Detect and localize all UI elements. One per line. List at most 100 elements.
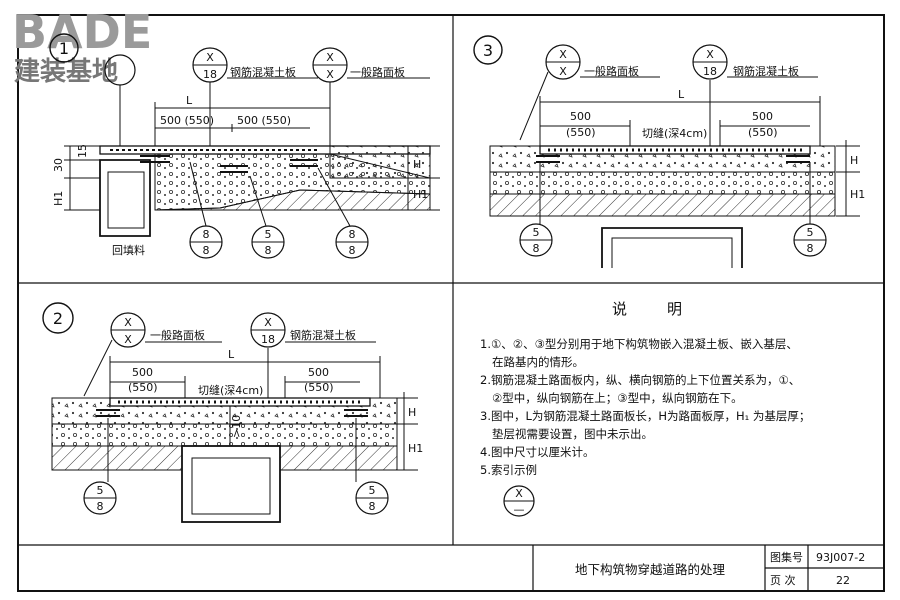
section-1-dim-H1-left: H1 [52,191,65,206]
section-3-detail: 3 X X 一般路面板 X 18 钢筋混凝土板 L 500 (550) [473,35,865,268]
svg-text:X: X [124,316,132,329]
section-1-dim-H: H [413,158,421,171]
section-2-index-bubble-bottom-left: 5 8 [83,481,117,515]
svg-text:X: X [559,65,567,78]
svg-text:8: 8 [203,228,210,241]
section-3-dim-500-right: 500 [752,110,773,123]
section-3-cut-joint: 切缝(深4cm) [642,126,707,140]
note-line-5: 3.图中，L为钢筋混凝土路面板长，H为路面板厚，H₁ 为基层厚； [480,409,810,423]
svg-text:8: 8 [349,244,356,257]
svg-text:8: 8 [807,242,814,255]
svg-text:8: 8 [349,228,356,241]
section-3-culvert [601,227,743,268]
titleblock-title: 地下构筑物穿越道路的处理 [575,562,726,577]
section-2-dim-500-right: 500 [308,366,329,379]
svg-text:X: X [124,333,132,346]
notes-example-bubble: X — [503,485,535,517]
section-3-dim-550-right: (550) [748,126,778,139]
section-3-index-bubble-bottom-right: 5 8 [793,223,827,257]
section-2-detail: 2 X X 一般路面板 X 18 钢筋混凝土板 L 500 (550) 500 [42,302,423,523]
section-1-dim-30: 30 [52,158,65,172]
svg-text:5: 5 [97,484,104,497]
section-3-dim-550-left: (550) [566,126,596,139]
section-1-detail: 1 X 18 钢筋混凝土板 X X 一般路面板 L 500 (5 [49,33,440,259]
section-2-dim-H1: H1 [408,442,423,455]
titleblock-atlas-value: 93J007-2 [816,551,865,564]
svg-text:18: 18 [703,65,717,78]
section-2-number-circle [42,302,74,334]
svg-text:5: 5 [533,226,540,239]
svg-text:X: X [206,51,214,64]
section-2-index-bubble-bottom-right: 5 8 [355,481,389,515]
section-1-index-bubble-right: X X [312,47,348,83]
note-line-4: ②型中，纵向钢筋在上；③型中，纵向钢筋在下。 [492,391,743,405]
svg-text:18: 18 [261,333,275,346]
titleblock-page-label: 页 次 [770,573,796,587]
section-1-label-normal-slab: 一般路面板 [350,65,405,79]
section-1-label-rc-slab: 钢筋混凝土板 [230,65,296,79]
note-line-1: 1.①、②、③型分别用于地下构筑物嵌入混凝土板、嵌入基层、 [480,337,798,351]
title-block: 地下构筑物穿越道路的处理 图集号 93J007-2 页 次 22 [532,545,884,591]
section-3-label-rc-slab: 钢筋混凝土板 [733,64,799,78]
svg-text:8: 8 [97,500,104,513]
section-3-base-layer [489,171,836,195]
section-2-label-rc-slab: 钢筋混凝土板 [290,328,356,342]
notes-title: 说明 [612,300,722,318]
svg-text:8: 8 [533,242,540,255]
section-3-number-circle [473,35,503,65]
section-1-dim-15: 15 [76,144,89,158]
note-line-2: 在路基内的情形。 [492,355,584,369]
section-2-dim-500-left: 500 [132,366,153,379]
section-2-dim-550-right: (550) [304,381,334,394]
svg-text:X: X [326,51,334,64]
notes-panel: 说明 1.①、②、③型分别用于地下构筑物嵌入混凝土板、嵌入基层、 在路基内的情形… [480,300,810,517]
logo: BADE 建装基地 [12,5,152,87]
sheet-border [17,14,885,592]
note-line-7: 4.图中尺寸以厘米计。 [480,445,594,459]
svg-text:8: 8 [265,244,272,257]
section-2-dim-gt10: >10 [230,415,243,438]
section-2-number: 2 [53,309,63,328]
svg-text:8: 8 [369,500,376,513]
svg-text:5: 5 [265,228,272,241]
svg-text:18: 18 [203,68,217,81]
section-3-index-bubble-left: X X [545,44,581,80]
section-1-dim-500-right: 500 (550) [237,114,291,127]
section-1-index-bubble-bottom-1: 8 8 [189,225,223,259]
svg-text:X: X [515,487,523,500]
svg-text:X: X [559,48,567,61]
svg-text:5: 5 [807,226,814,239]
section-3-label-normal-slab: 一般路面板 [584,64,639,78]
section-2-dim-550-left: (550) [128,381,158,394]
section-3-number: 3 [483,41,493,60]
svg-text:X: X [326,68,334,81]
section-1-number-circle [49,33,79,63]
section-3-dim-H: H [850,154,858,167]
section-1-number: 1 [59,39,69,58]
svg-text:—: — [514,503,525,516]
section-2-index-bubble-left: X X [110,312,146,348]
section-2-label-normal-slab: 一般路面板 [150,328,205,342]
section-1-dim-H1-right: H1 [413,188,428,201]
section-1-dim-500-left: 500 (550) [160,114,214,127]
note-line-8: 5.索引示例 [480,463,537,477]
section-2-base-layer [51,423,398,447]
section-1-index-bubble-bottom-3: 8 8 [335,225,369,259]
section-3-dim-H1: H1 [850,188,865,201]
svg-text:8: 8 [203,244,210,257]
section-1-dim-L: L [186,94,193,107]
note-line-6: 垫层视需要设置，图中未示出。 [492,427,653,441]
section-2-dim-H: H [408,406,416,419]
section-3-dim-L: L [678,88,685,101]
section-1-index-bubble-bottom-2: 5 8 [251,225,285,259]
section-2-cut-joint: 切缝(深4cm) [198,383,263,397]
titleblock-atlas-label: 图集号 [770,550,803,564]
section-1-label-backfill: 回填料 [112,243,145,257]
section-3-dim-500-left: 500 [570,110,591,123]
svg-text:5: 5 [369,484,376,497]
svg-text:X: X [264,316,272,329]
section-2-dim-L: L [228,348,235,361]
titleblock-page-value: 22 [836,574,850,587]
section-1-subbase [154,189,431,211]
